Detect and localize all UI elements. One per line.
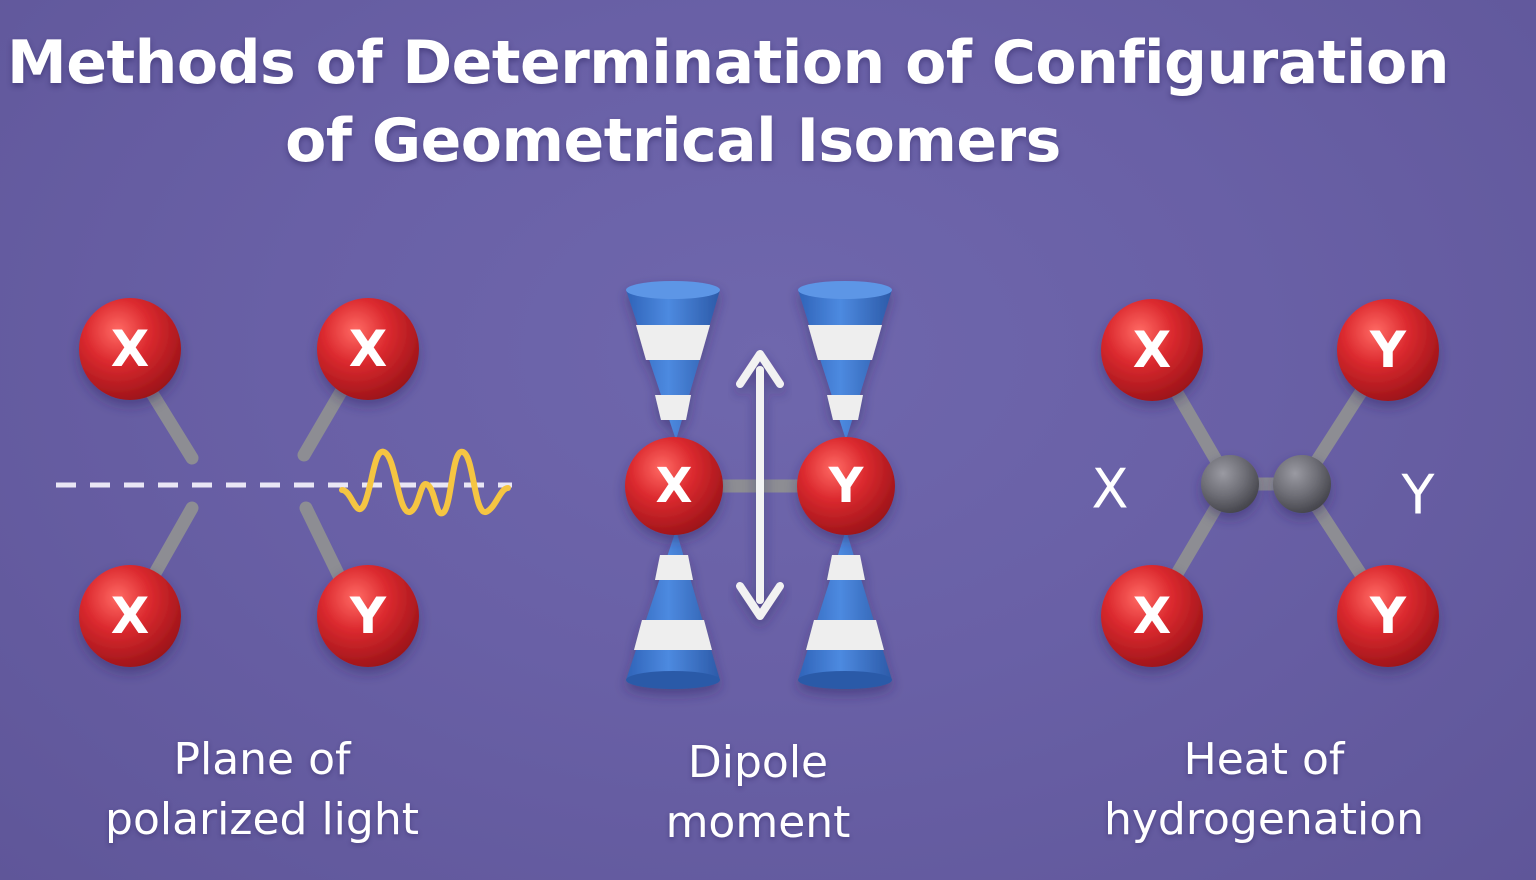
cone-right-bottom	[798, 530, 892, 689]
atom-bottom-right: Y	[317, 565, 419, 667]
panel-heat-of-hydrogenation: X Y X Y X Y	[1092, 299, 1439, 667]
caption-line-2: hydrogenation	[1103, 794, 1425, 845]
polarized-light-wave	[339, 448, 511, 517]
carbon-right	[1273, 455, 1331, 513]
side-label-left: X	[1092, 458, 1129, 521]
title-line-2: of Geometrical Isomers	[285, 106, 1061, 176]
atom-label: Y	[349, 587, 387, 645]
caption-line-1: Plane of	[173, 734, 351, 785]
cone-left-bottom	[626, 530, 720, 689]
bonds-left	[143, 383, 349, 589]
caption-line-1: Heat of	[1183, 734, 1345, 785]
atom-label: X	[111, 320, 150, 378]
carbon-left	[1201, 455, 1259, 513]
atom-label: X	[111, 587, 150, 645]
atom-top-left: X	[79, 298, 181, 400]
caption-heat-of-hydrogenation: Heat of hydrogenation	[1034, 730, 1494, 850]
atom-right-bottom-left: X	[1101, 565, 1203, 667]
atom-label: X	[1133, 587, 1172, 645]
caption-dipole-moment: Dipole moment	[528, 733, 988, 853]
atom-right-top-right: Y	[1337, 299, 1439, 401]
bonds-right	[1145, 343, 1395, 623]
caption-line-2: polarized light	[105, 794, 419, 845]
title-line-1: Methods of Determination of Configuratio…	[7, 28, 1449, 98]
atom-label: X	[655, 458, 692, 514]
atom-right-top-left: X	[1101, 299, 1203, 401]
cone-right-top	[798, 281, 892, 440]
atom-bottom-left: X	[79, 565, 181, 667]
atom-right-bottom-right: Y	[1337, 565, 1439, 667]
atom-label: Y	[1369, 587, 1407, 645]
caption-line-1: Dipole	[687, 737, 829, 788]
page-title: Methods of Determination of Configuratio…	[0, 24, 1536, 180]
caption-polarized-light: Plane of polarized light	[32, 730, 492, 850]
panel-polarized-light: X X X Y	[56, 298, 512, 667]
cone-left-top	[626, 281, 720, 440]
atom-dipole-right: Y	[797, 437, 895, 535]
atom-label: Y	[1369, 321, 1407, 379]
atom-label: X	[1133, 321, 1172, 379]
panel-dipole-moment: X Y	[625, 281, 895, 689]
atom-label: X	[349, 320, 388, 378]
atom-label: Y	[828, 458, 865, 514]
atom-dipole-left: X	[625, 437, 723, 535]
caption-line-2: moment	[665, 797, 851, 848]
atom-top-right: X	[317, 298, 419, 400]
side-label-right: Y	[1401, 464, 1436, 527]
dipole-double-arrow	[736, 350, 784, 620]
